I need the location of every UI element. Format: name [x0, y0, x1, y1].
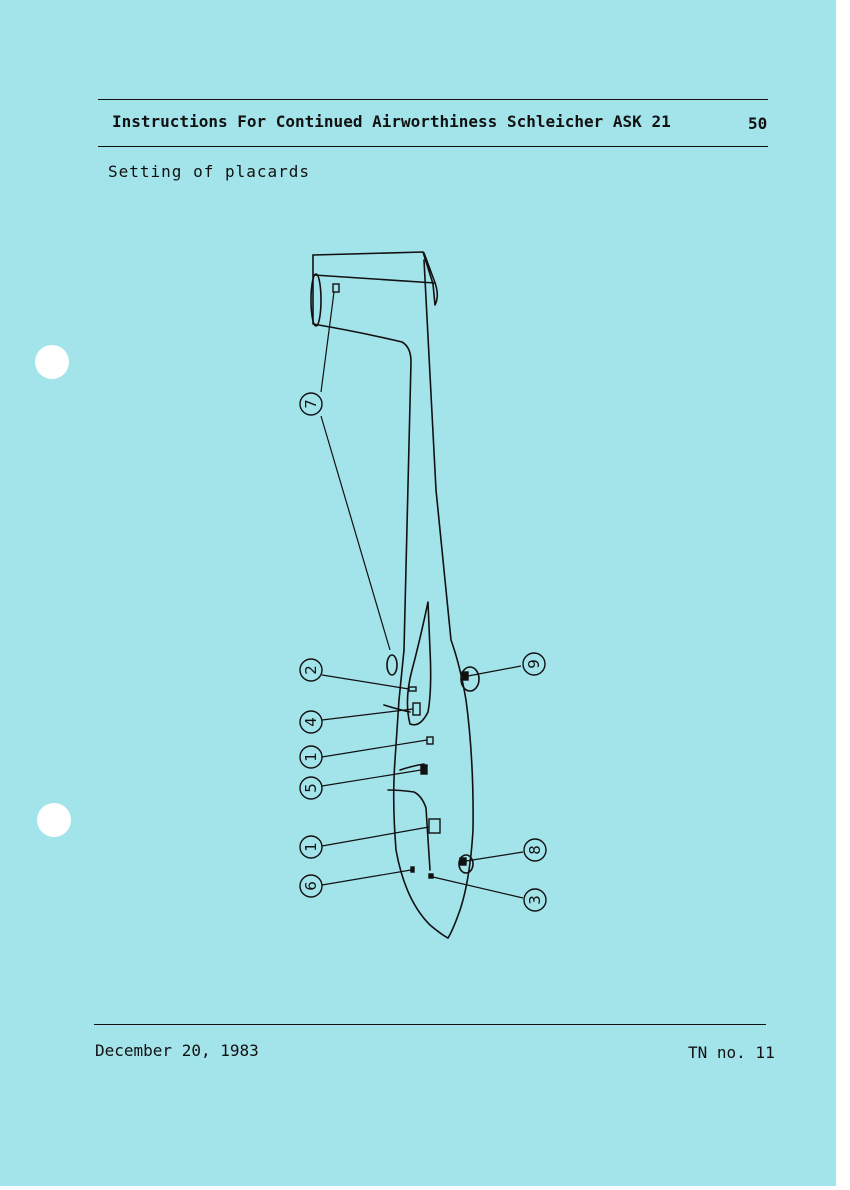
- footer-tn-number: TN no. 11: [688, 1043, 775, 1062]
- header-bottom-rule: [98, 146, 768, 147]
- nose-wheel: [458, 854, 474, 874]
- callout-circle-8: [523, 838, 547, 862]
- callout-circle-1a: [299, 745, 323, 769]
- placard-marker-4: [412, 702, 421, 716]
- callout-8: 8: [526, 845, 544, 855]
- punch-hole-top: [35, 345, 69, 379]
- placard-marker-8: [459, 857, 467, 866]
- callout-circle-6: [299, 874, 323, 898]
- fuselage-upper-line: [423, 259, 474, 939]
- rear-canopy: [406, 601, 432, 726]
- callout-circle-1b: [299, 835, 323, 859]
- front-canopy: [387, 789, 431, 871]
- section-title: Setting of placards: [108, 162, 311, 181]
- callout-2: 2: [302, 665, 320, 675]
- footer-date: December 20, 1983: [95, 1041, 259, 1060]
- leader-6: [321, 869, 412, 886]
- callout-1a: 1: [302, 752, 320, 762]
- callout-7: 7: [302, 399, 320, 409]
- glider-placard-diagram: 7 2 4 1 5 1 6 9 8 3: [299, 251, 547, 939]
- placard-marker-1a: [426, 736, 434, 745]
- footer-rule: [94, 1024, 766, 1025]
- punch-hole-bottom: [37, 803, 71, 837]
- callout-1b: 1: [302, 842, 320, 852]
- main-wheel: [460, 666, 480, 692]
- horizontal-stabilizer: [310, 273, 322, 327]
- leader-3: [432, 876, 524, 899]
- callout-6: 6: [302, 881, 320, 891]
- placard-marker-5: [420, 764, 428, 775]
- leader-1b: [321, 826, 430, 847]
- leader-4: [321, 708, 414, 721]
- callout-4: 4: [302, 717, 320, 727]
- callout-circle-9: [522, 652, 546, 676]
- page-number: 50: [748, 114, 768, 133]
- callout-9: 9: [525, 659, 543, 669]
- callout-circle-4: [299, 710, 323, 734]
- placard-marker-1b: [428, 818, 441, 834]
- callout-5: 5: [302, 783, 320, 793]
- leader-2: [321, 674, 410, 690]
- callout-circle-7: [299, 392, 323, 416]
- callout-circle-2: [299, 658, 323, 682]
- leader-8: [465, 851, 524, 862]
- callout-circle-5: [299, 776, 323, 800]
- leader-1a: [321, 739, 428, 758]
- header-top-rule: [98, 99, 768, 100]
- placard-marker-7: [332, 283, 340, 293]
- placard-marker-3: [428, 873, 434, 879]
- callout-circle-3: [523, 888, 547, 912]
- callout-3: 3: [526, 895, 544, 905]
- leader-9: [467, 665, 522, 677]
- placard-marker-2: [408, 686, 417, 692]
- leader-5: [321, 769, 422, 787]
- tail-fin-outline: [312, 251, 439, 306]
- wing-root-line: [383, 704, 411, 713]
- placard-marker-6: [410, 866, 415, 873]
- rudder-outline: [312, 254, 412, 651]
- tail-skid: [386, 654, 398, 676]
- tail-top-line: [313, 274, 436, 284]
- fuselage-lower-line: [392, 649, 449, 939]
- placard-marker-9: [461, 671, 469, 681]
- leader-7: [320, 291, 391, 651]
- header-title: Instructions For Continued Airworthiness…: [112, 112, 671, 131]
